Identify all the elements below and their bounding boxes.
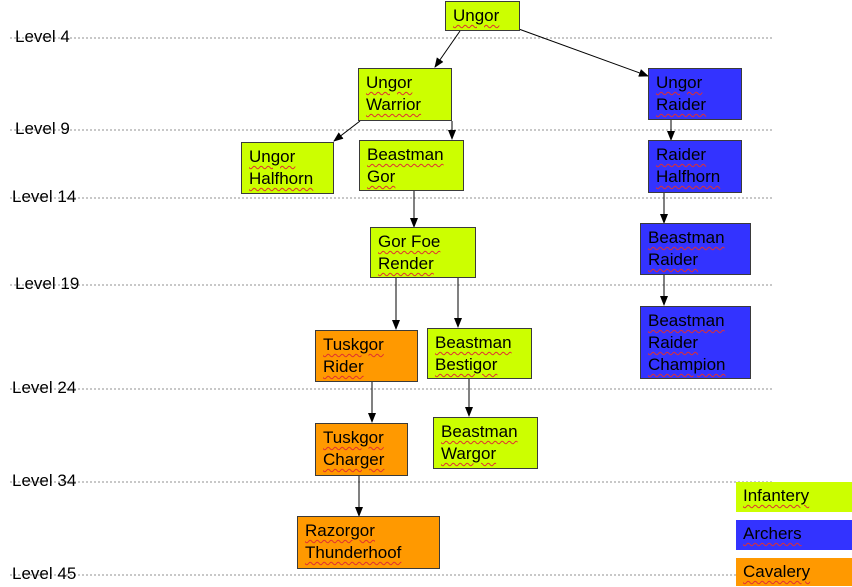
level-row: Level 19 [0, 274, 852, 294]
level-label: Level 4 [15, 27, 70, 46]
level-label: Level 9 [15, 119, 70, 138]
node-beastman-gor: Beastman Gor [359, 140, 464, 191]
node-ungor-raider: Ungor Raider [648, 68, 742, 120]
level-label: Level 19 [15, 274, 80, 293]
level-guide [10, 37, 772, 39]
node-tuskgor-rider: Tuskgor Rider [315, 330, 418, 382]
legend-infantry: Infantery [736, 482, 852, 512]
node-beastman-bestigor: Beastman Bestigor [427, 328, 532, 379]
level-guide [10, 197, 772, 199]
node-beastman-wargor: Beastman Wargor [433, 417, 538, 469]
level-label: Level 14 [12, 187, 77, 206]
level-guide [10, 481, 772, 483]
node-razorgor-thunderhoof: Razorgor Thunderhoof [297, 516, 440, 569]
level-guide [10, 388, 772, 390]
level-row: Level 34 [0, 471, 852, 491]
level-row: Level 4 [0, 27, 852, 47]
node-ungor-warrior: Ungor Warrior [358, 68, 452, 121]
node-ungor: Ungor [445, 1, 520, 31]
level-guide [10, 129, 772, 131]
level-guide [10, 574, 772, 576]
level-label: Level 24 [12, 378, 77, 397]
legend-archers: Archers [736, 520, 852, 550]
level-row: Level 45 [0, 564, 852, 584]
node-beastman-raider-champion: Beastman Raider Champion [640, 306, 751, 379]
legend-cavalry: Cavalery [736, 558, 852, 586]
node-gor-foe-render: Gor Foe Render [370, 227, 476, 278]
level-row: Level 14 [0, 187, 852, 207]
level-label: Level 34 [12, 471, 77, 490]
node-beastman-raider: Beastman Raider [640, 223, 751, 275]
level-guide [10, 284, 772, 286]
node-ungor-halfhorn: Ungor Halfhorn [241, 142, 334, 194]
level-row: Level 9 [0, 119, 852, 139]
level-row: Level 24 [0, 378, 852, 398]
node-tuskgor-charger: Tuskgor Charger [315, 423, 408, 476]
node-raider-halfhorn: Raider Halfhorn [648, 140, 742, 193]
level-label: Level 45 [12, 564, 77, 583]
